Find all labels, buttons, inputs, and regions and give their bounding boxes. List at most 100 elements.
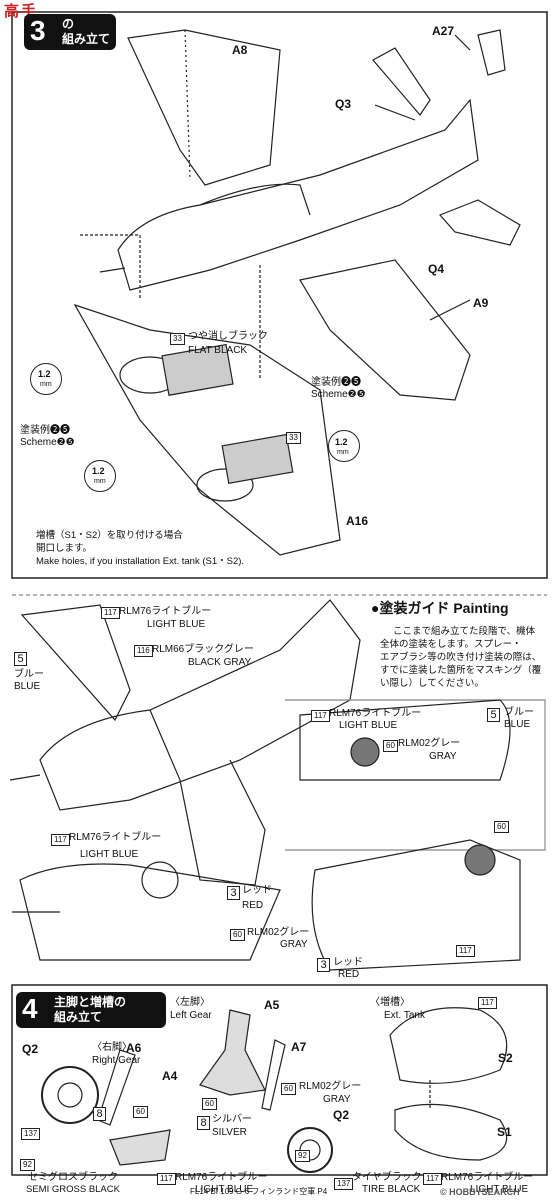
tank-en: Ext. Tank [384,1010,425,1021]
tank-note-jp2: 開口します。 [36,543,93,554]
color-8-jp: シルバー [212,1114,252,1125]
drill-unit-left: mm [40,381,52,388]
tank-note-jp1: 増槽（S1・S2）を取り付ける場合 [36,530,183,541]
color-3-badge-lower: 3 [317,958,330,972]
color-117-badge-tank2: 117 [423,1173,442,1185]
color-117-badge: 117 [101,607,120,619]
step4-title-2: 組み立て [54,1010,103,1024]
color-137-badge-2: 137 [334,1178,354,1190]
part-q2-left: Q2 [333,1108,350,1122]
part-a27: A27 [432,24,455,38]
drill-size-left: 1.2 [38,369,51,379]
color-117-en-gear: LIGHT BLUE [195,1184,254,1195]
color-92-badge: 92 [20,1159,35,1171]
color-8-badge-2: 8 [197,1116,210,1130]
paint-33-badge: 33 [170,333,185,345]
step4-title-1: 主脚と増槽の [54,995,127,1009]
wing-a9-drawing [299,259,471,401]
color-60-badge-lower: 60 [230,929,245,941]
color-8-badge: 8 [93,1107,106,1121]
part-a4: A4 [162,1069,178,1083]
wing-a8-drawing [127,29,281,186]
color-117-badge-lower: 117 [51,834,70,846]
part-a9: A9 [473,296,489,310]
color-3-badge: 3 [227,886,240,900]
color-60-badge-tail: 60 [383,740,398,752]
color-5-jp-right: ブルー [504,707,534,718]
part-a8: A8 [232,43,248,57]
step4-number: 4 [22,993,38,1024]
color-117-jp-lower: RLM76ライトブルー [69,832,162,843]
color-117-badge-gear: 117 [157,1173,176,1185]
scheme-jp-left: 塗装例❷❺ [20,425,70,436]
painting-title: ●塗装ガイド Painting [371,600,509,616]
paint-33-en: FLAT BLACK [188,345,248,356]
color-117-en: LIGHT BLUE [147,619,206,630]
color-5-en-left: BLUE [14,681,41,692]
step4-heading: 4 主脚と増槽の 組み立て [16,992,166,1028]
fuselage-drawing [117,98,479,291]
color-117-en-tank: LIGHT BLUE [470,1184,529,1195]
color-3-jp: レッド [242,885,272,896]
part-q2-right: Q2 [22,1042,39,1056]
color-92-jp: タイヤブラック [352,1172,422,1183]
painting-line-5: い隠し）してください。 [380,678,484,689]
right-gear-jp: 〈右脚〉 [92,1042,132,1053]
painting-line-2: 全体の塗装をします。スプレー・ [380,639,522,650]
color-60-jp-lower: RLM02グレー [247,927,310,938]
color-117-badge-tail: 117 [311,710,330,722]
painted-aircraft-drawing [39,599,361,811]
tank-jp: 〈増槽〉 [370,997,410,1008]
painting-line-1: ここまで組み立てた段階で、機体 [393,626,536,637]
part-a7: A7 [291,1040,307,1054]
color-117-jp-tail: RLM76ライトブルー [329,708,422,719]
color-116-jp: RLM66ブラックグレー [152,644,254,655]
color-60-en-lower: GRAY [280,939,308,950]
color-92-badge-2: 92 [295,1150,310,1162]
color-117-badge-tank: 117 [478,997,497,1009]
color-5-jp-left: ブルー [14,669,44,680]
part-q4: Q4 [428,262,445,276]
paint-33-badge-2: 33 [286,432,301,444]
painting-line-4: すでに塗装した箇所をマスキング（覆 [380,665,542,676]
color-60-badge-gear3: 60 [281,1083,296,1095]
color-3-en-lower: RED [338,969,360,980]
step3-title-1: の [62,17,75,31]
color-60-badge-right: 60 [494,821,509,833]
step3-heading: 3 の 組み立て [24,14,116,50]
paint-33-jp: つや消しブラック [188,331,268,342]
color-137-en: SEMI GROSS BLACK [26,1184,120,1195]
part-a5: A5 [264,998,280,1012]
drill-unit-right: mm [337,449,349,456]
color-60-jp-tail: RLM02グレー [398,738,461,749]
color-60-en-tail: GRAY [429,751,457,762]
right-gear-en: Right Gear [92,1055,141,1066]
color-5-badge-left: 5 [14,652,27,666]
color-60-badge-gear2: 60 [133,1106,148,1118]
color-60-badge-gear: 60 [202,1098,217,1110]
painting-line-3: エアブラシ等の吹き付け塗装の際は、 [380,652,542,663]
part-a6: A6 [126,1041,142,1055]
drill-unit-bottom: mm [94,478,106,485]
color-117-jp-tank: RLM76ライトブルー [441,1172,534,1183]
scheme-jp-right: 塗装例❷❺ [311,377,361,388]
color-116-badge: 116 [134,645,153,657]
drill-icon-left [30,363,62,395]
scheme-en-left: Scheme❷❺ [20,437,75,448]
color-117-jp-gear: RLM76ライトブルー [175,1172,268,1183]
drill-icon-right [328,430,360,462]
color-3-jp-lower: レッド [333,957,363,968]
color-3-en: RED [242,900,264,911]
color-5-badge-right: 5 [487,708,500,722]
part-s2: S2 [498,1051,513,1065]
step3-title-2: 組み立て [62,32,111,46]
step3-number: 3 [30,15,46,46]
color-116-en: BLACK GRAY [188,657,252,668]
left-gear-en: Left Gear [170,1010,212,1021]
color-92-en: TIRE BLACK [362,1184,421,1195]
color-117-badge-wing: 117 [456,945,475,957]
color-60-jp-gear: RLM02グレー [299,1081,362,1092]
color-137-badge: 137 [21,1128,41,1140]
left-gear-jp: 〈左脚〉 [170,997,210,1008]
